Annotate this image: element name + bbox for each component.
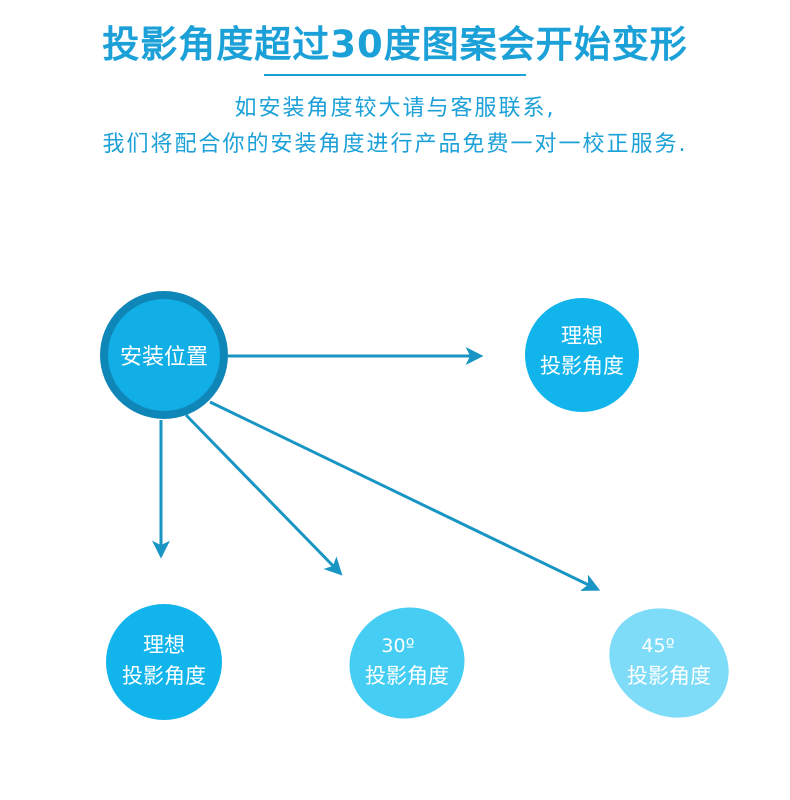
node-ideal-bottom: 理想 投影角度 bbox=[106, 604, 222, 720]
node-45-degree: 45º 投影角度 bbox=[609, 608, 729, 718]
ideal-bottom-line2: 投影角度 bbox=[122, 664, 206, 688]
arrows bbox=[152, 347, 601, 591]
install-position-circle bbox=[108, 299, 220, 411]
angle-45-line2: 投影角度 bbox=[627, 664, 711, 688]
ideal-right-line2: 投影角度 bbox=[540, 354, 624, 378]
subtitle-line-1: 如安装角度较大请与客服联系, bbox=[234, 96, 556, 121]
angle-45-shape bbox=[609, 608, 729, 718]
ideal-right-line1: 理想 bbox=[561, 324, 603, 348]
ideal-bottom-line1: 理想 bbox=[143, 633, 185, 657]
arrow-to-45-degree bbox=[209, 400, 601, 591]
ideal-right-circle bbox=[525, 298, 639, 412]
subtitle-line-2: 我们将配合你的安装角度进行产品免费一对一校正服务. bbox=[102, 132, 688, 157]
node-30-degree: 30º 投影角度 bbox=[349, 607, 465, 719]
angle-45-line1: 45º bbox=[641, 635, 674, 657]
arrow-to-30-degree bbox=[184, 413, 343, 576]
page-title: 投影角度超过30度图案会开始变形 bbox=[102, 23, 688, 66]
angle-30-line2: 投影角度 bbox=[365, 664, 449, 688]
node-ideal-right: 理想 投影角度 bbox=[525, 298, 639, 412]
install-position-label: 安装位置 bbox=[120, 345, 208, 370]
angle-30-shape bbox=[349, 607, 465, 719]
title-divider bbox=[264, 74, 526, 76]
ideal-bottom-circle bbox=[106, 604, 222, 720]
node-install-position: 安装位置 bbox=[100, 291, 228, 419]
angle-30-line1: 30º bbox=[381, 635, 414, 657]
